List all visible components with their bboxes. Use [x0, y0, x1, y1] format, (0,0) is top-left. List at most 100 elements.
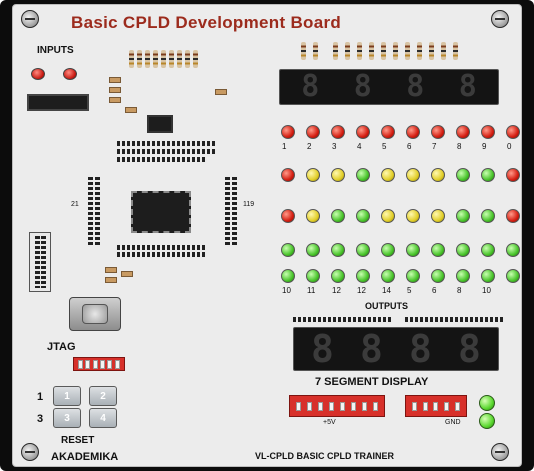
pin-header — [95, 177, 100, 247]
led-light — [281, 269, 295, 283]
footer-left: AKADEMIKA — [51, 451, 119, 463]
keypad-button-4[interactable]: 4 — [89, 408, 117, 428]
led-number: 5 — [382, 142, 387, 151]
keypad-button-2[interactable]: 2 — [89, 386, 117, 406]
led-number: 6 — [432, 286, 437, 295]
resistor — [417, 42, 422, 60]
led-number: 4 — [357, 142, 362, 151]
led-light — [456, 209, 470, 223]
led-number: 8 — [457, 142, 462, 151]
led-row — [281, 125, 531, 139]
resistor — [313, 42, 318, 60]
regulator-chip — [147, 115, 173, 133]
led-light — [306, 269, 320, 283]
pin-header — [225, 177, 230, 247]
screw-icon — [21, 10, 39, 28]
led-light — [381, 209, 395, 223]
led-light — [481, 209, 495, 223]
segment-digit: 8 — [406, 69, 425, 104]
smd-component — [109, 87, 121, 93]
led-light — [456, 125, 470, 139]
led-number: 10 — [282, 286, 291, 295]
footer-right: VL-CPLD BASIC CPLD TRAINER — [255, 451, 394, 461]
led-light — [281, 209, 295, 223]
input-button-2[interactable] — [63, 68, 77, 80]
pin-header — [293, 317, 393, 322]
dip-switch-1[interactable] — [289, 395, 385, 417]
board-title: Basic CPLD Development Board — [71, 13, 342, 32]
led-number: 14 — [382, 286, 391, 295]
segment-digit: 8 — [458, 327, 481, 371]
led-light — [381, 269, 395, 283]
led-light — [406, 269, 420, 283]
led-light — [381, 125, 395, 139]
cpld-chip — [131, 191, 191, 233]
led-light — [381, 243, 395, 257]
led-number: 0 — [507, 142, 512, 151]
led-row — [281, 269, 531, 283]
resistor — [301, 42, 306, 60]
led-light — [506, 209, 520, 223]
segment-digit: 8 — [311, 327, 334, 371]
resistor — [153, 50, 158, 68]
led-light — [381, 168, 395, 182]
resistor — [357, 42, 362, 60]
resistor — [193, 50, 198, 68]
led-light — [456, 269, 470, 283]
resistor — [169, 50, 174, 68]
smd-component — [105, 277, 117, 283]
led-number: 8 — [457, 286, 462, 295]
segment-digit: 8 — [458, 69, 477, 104]
led-number: 12 — [332, 286, 341, 295]
smd-component — [109, 97, 121, 103]
resistor — [161, 50, 166, 68]
led-number: 7 — [432, 142, 437, 151]
resistor — [145, 50, 150, 68]
keypad-row-label-1: 1 — [37, 391, 44, 403]
led-number: 12 — [357, 286, 366, 295]
keypad-button-1[interactable]: 1 — [53, 386, 81, 406]
pin-header — [117, 245, 207, 250]
led-light — [431, 209, 445, 223]
smd-component — [105, 267, 117, 273]
led-light — [281, 125, 295, 139]
led-number: 11 — [307, 286, 316, 295]
led-number: 10 — [482, 286, 491, 295]
resistor — [393, 42, 398, 60]
smd-component — [121, 271, 133, 277]
pin-header — [117, 157, 207, 162]
led-row — [281, 209, 531, 223]
oscillator-module — [69, 297, 121, 331]
jtag-connector[interactable] — [29, 232, 51, 292]
resistor — [441, 42, 446, 60]
led-light — [356, 269, 370, 283]
jtag-dip-switch[interactable] — [73, 357, 125, 371]
led-light — [281, 168, 295, 182]
led-light — [281, 243, 295, 257]
led-light — [481, 168, 495, 182]
keypad-button-3[interactable]: 3 — [53, 408, 81, 428]
led-light — [356, 125, 370, 139]
led-number: 3 — [332, 142, 337, 151]
led-light — [506, 269, 520, 283]
led-light — [506, 125, 520, 139]
input-button-1[interactable] — [31, 68, 45, 80]
power-led-2 — [479, 413, 495, 429]
resistor — [429, 42, 434, 60]
dip-switch-2[interactable] — [405, 395, 467, 417]
led-light — [431, 269, 445, 283]
led-light — [306, 243, 320, 257]
led-number: 6 — [407, 142, 412, 151]
led-light — [406, 125, 420, 139]
resistor — [185, 50, 190, 68]
led-number: 2 — [307, 142, 312, 151]
smd-component — [125, 107, 137, 113]
smd-component — [109, 77, 121, 83]
led-light — [331, 269, 345, 283]
segment-digit: 8 — [409, 327, 432, 371]
seven-segment-display-bottom: 8 8 8 8 — [293, 327, 499, 371]
led-light — [406, 209, 420, 223]
pin-header — [405, 317, 505, 322]
